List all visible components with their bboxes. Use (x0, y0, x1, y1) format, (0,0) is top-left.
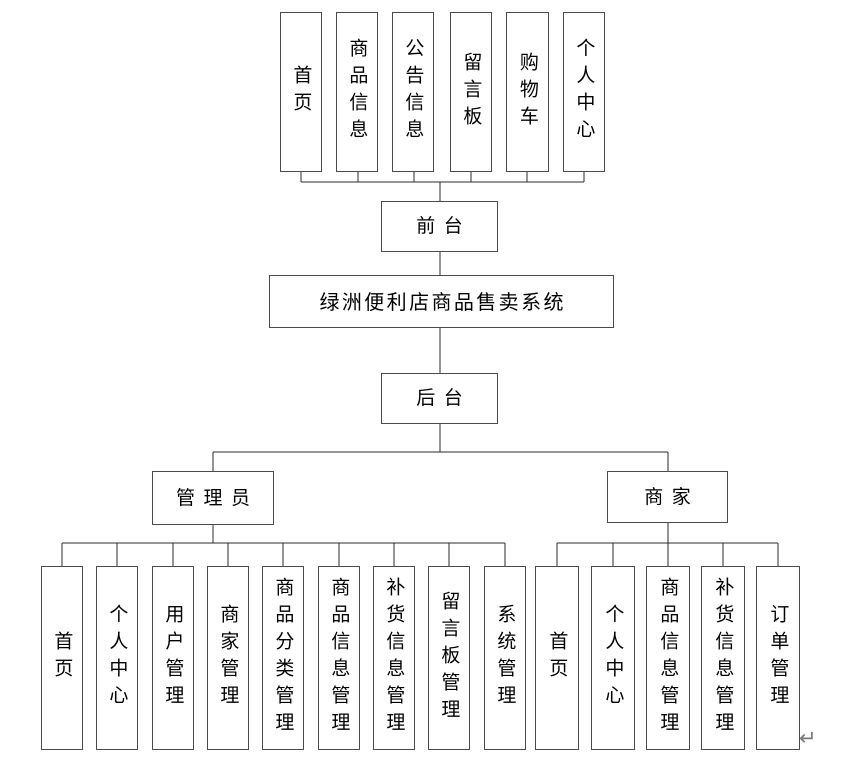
node-merchant-restock-info-mgmt: 补货信息管理 (701, 566, 745, 750)
node-front-shopping-cart: 购物车 (506, 12, 549, 172)
node-admin-restock-info-mgmt: 补货信息管理 (373, 566, 415, 750)
node-front-home: 首页 (280, 12, 322, 172)
node-merchant-home: 首页 (535, 566, 579, 750)
node-front-personal-center: 个人中心 (563, 12, 605, 172)
node-admin-message-board-mgmt: 留言板管理 (428, 566, 470, 750)
node-admin-product-category-mgmt: 商品分类管理 (262, 566, 304, 750)
paragraph-return-icon: ↵ (799, 726, 817, 750)
node-front-product-info: 商品信息 (336, 12, 378, 172)
merchant-children-connectors (556, 522, 779, 566)
node-merchant-order-mgmt: 订单管理 (756, 566, 800, 750)
node-admin-personal-center: 个人中心 (96, 566, 138, 750)
node-admin-user-mgmt: 用户管理 (152, 566, 194, 750)
node-admin-system-mgmt: 系统管理 (484, 566, 526, 750)
node-backend: 后台 (381, 373, 498, 424)
front-children-connectors (300, 172, 585, 202)
node-system-root: 绿洲便利店商品售卖系统 (269, 275, 614, 328)
node-front-message-board: 留言板 (450, 12, 492, 172)
node-merchant-personal-center: 个人中心 (591, 566, 635, 750)
role-split-connectors (212, 451, 669, 471)
node-admin-home: 首页 (41, 566, 83, 750)
node-merchant-product-info-mgmt: 商品信息管理 (646, 566, 690, 750)
node-frontend: 前台 (381, 201, 498, 252)
node-front-announcement-info: 公告信息 (392, 12, 434, 172)
node-merchant: 商家 (607, 471, 728, 523)
node-admin-merchant-mgmt: 商家管理 (207, 566, 249, 750)
node-admin-product-info-mgmt: 商品信息管理 (318, 566, 360, 750)
admin-children-connectors (61, 524, 506, 566)
node-admin: 管理员 (152, 471, 274, 525)
